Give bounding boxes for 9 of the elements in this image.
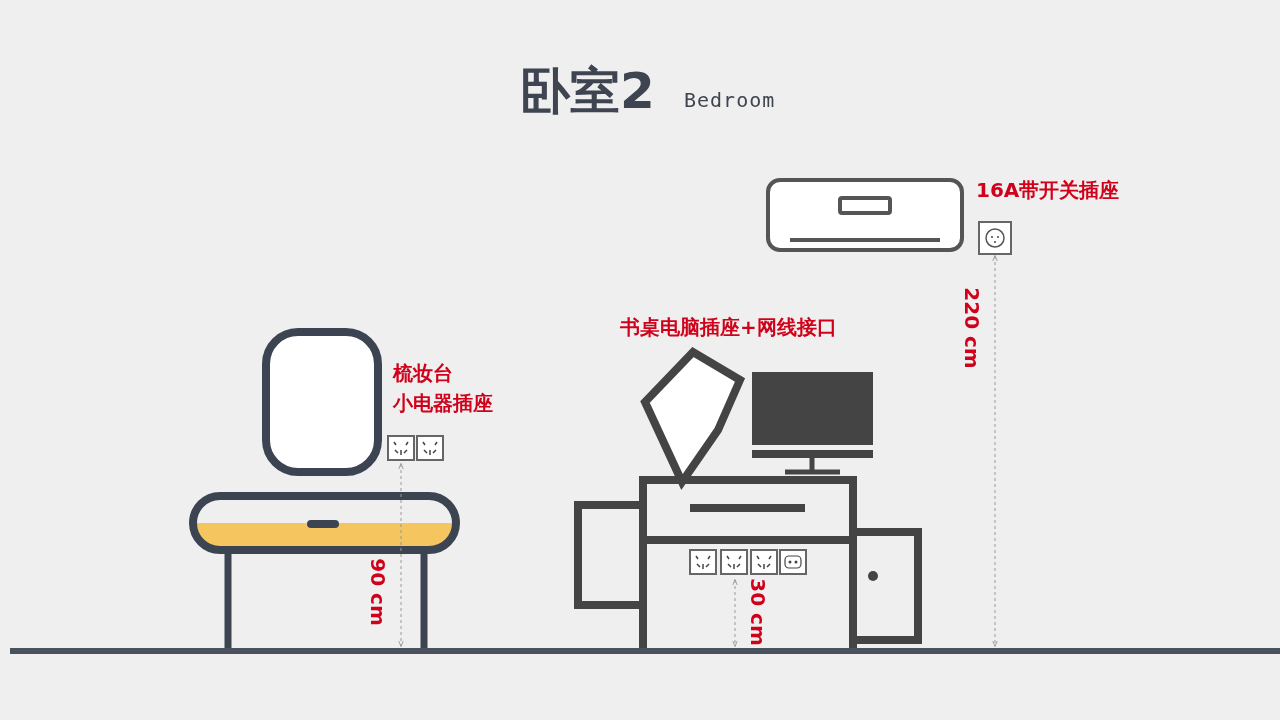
- height-label: 90 cm: [366, 558, 390, 626]
- outlet-label: 书桌电脑插座+网线接口: [620, 314, 837, 341]
- height-label: 220 cm: [960, 287, 984, 369]
- subtitle: Bedroom: [684, 88, 776, 112]
- height-label: 30 cm: [746, 578, 770, 646]
- furniture-label: 梳妆台: [393, 360, 453, 387]
- outlet-label: 小电器插座: [393, 390, 493, 417]
- title: 卧室2: [520, 61, 655, 122]
- outlet-label: 16A带开关插座: [976, 177, 1120, 204]
